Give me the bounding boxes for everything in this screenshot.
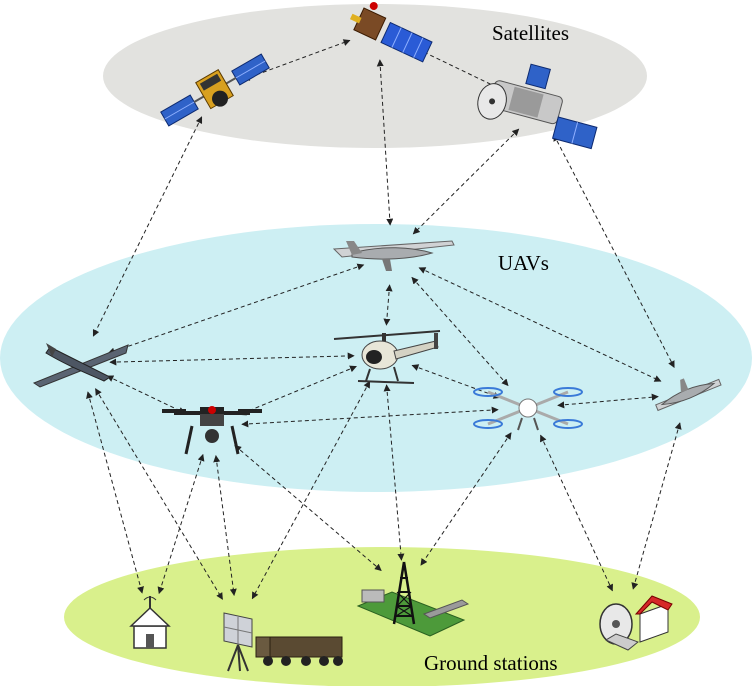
satellite-left-icon xyxy=(160,53,270,127)
ground-station-chapel-icon xyxy=(129,596,171,649)
ground-stations-label: Ground stations xyxy=(424,651,558,675)
uav-helicopter-icon xyxy=(333,330,441,384)
uavs-label: UAVs xyxy=(498,251,549,275)
ground-station-dish-house-icon xyxy=(599,595,673,651)
satellites-label: Satellites xyxy=(492,21,569,45)
link-uav-right-fixed-wing-to-gs-dish-house xyxy=(631,422,682,590)
uav-top-fixed-wing-icon xyxy=(332,240,455,271)
link-sat-right-to-uav-top-fixed-wing xyxy=(412,128,520,235)
link-uav-left-glider-to-uav-helicopter xyxy=(109,352,355,366)
uav-right-fixed-wing-icon xyxy=(655,378,722,412)
link-uav-hexacopter-to-gs-chapel xyxy=(157,453,205,595)
link-uav-top-fixed-wing-to-uav-left-glider xyxy=(107,263,365,355)
uav-quadcopter-icon xyxy=(473,387,583,431)
ground-station-tower-icon xyxy=(356,561,470,637)
link-uav-helicopter-to-gs-tower xyxy=(383,384,405,561)
ground-station-radar-icon xyxy=(223,612,253,672)
satellite-right-icon xyxy=(477,63,598,150)
link-uav-helicopter-to-uav-quadcopter xyxy=(411,364,501,399)
link-sat-left-to-sat-top xyxy=(242,39,351,81)
uav-hexacopter-icon xyxy=(162,406,262,455)
link-uav-quadcopter-to-uav-right-fixed-wing xyxy=(557,393,659,409)
link-uav-quadcopter-to-gs-dish-house xyxy=(540,434,613,592)
link-uav-quadcopter-to-gs-tower xyxy=(420,432,512,566)
communication-links xyxy=(86,39,682,600)
uav-left-glider-icon xyxy=(32,343,129,388)
satellite-top-icon xyxy=(349,1,433,63)
link-uav-top-fixed-wing-to-uav-right-fixed-wing xyxy=(418,267,662,382)
link-uav-helicopter-to-gs-radar-truck xyxy=(251,380,371,600)
link-uav-hexacopter-to-gs-radar-truck xyxy=(213,455,237,596)
ground-station-truck-icon xyxy=(255,636,343,666)
